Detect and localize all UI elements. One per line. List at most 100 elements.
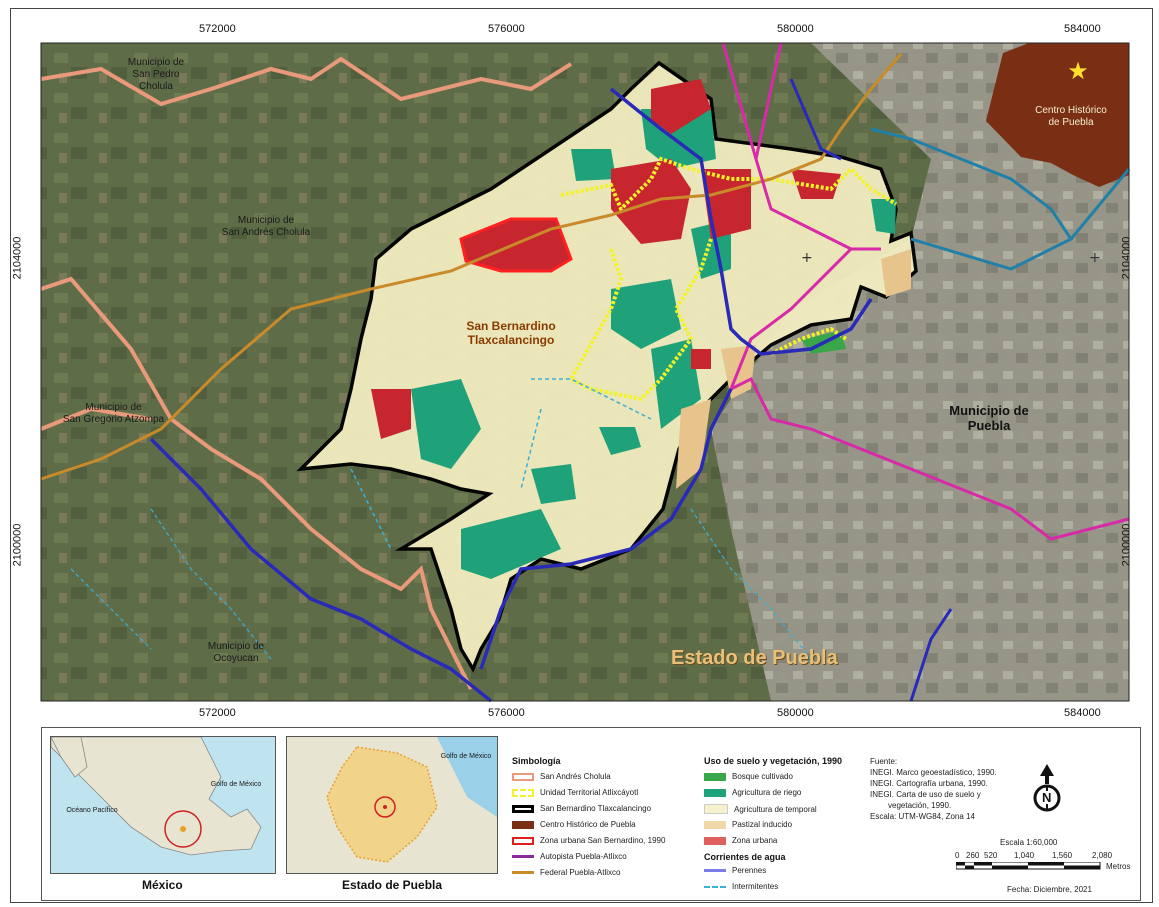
legend-item-san-bernardino: San Bernardino Tlaxcalancingo <box>512 804 651 813</box>
agricultura-riego-patch <box>531 464 576 504</box>
perennial-stream-west <box>149 437 493 703</box>
inset-estado-puebla: Golfo de México <box>286 736 498 874</box>
agricultura-riego-patch <box>411 379 481 469</box>
grid-x-top: 576000 <box>488 23 525 35</box>
label-ocoyucan: Municipio de Ocoyucan <box>207 641 265 664</box>
legend-item-riego: Agricultura de riego <box>704 788 801 797</box>
legend-item-federal: Federal Puebla-Atlixco <box>512 868 620 877</box>
centro-historico-polygon <box>986 43 1129 187</box>
label-san-gregorio-atzompa: Municipio de San Gregorio Atzompa <box>62 402 165 425</box>
inset-mexico-map <box>51 737 275 873</box>
inset-mexico-title: México <box>142 878 183 892</box>
label-san-bernardino: San Bernardino Tlaxcalancingo <box>466 319 556 347</box>
legend-item-centro-historico: Centro Histórico de Puebla <box>512 820 636 829</box>
scale-tick: 2,080 <box>1092 851 1113 860</box>
agricultura-riego-patch <box>461 509 561 579</box>
fecha-label: Fecha: Diciembre, 2021 <box>1007 885 1092 894</box>
grid-y-left: 2100000 <box>11 523 24 567</box>
pastizal-patch <box>676 399 711 489</box>
intermittent-stream-east <box>690 508 812 660</box>
scale-tick: 1,040 <box>1014 851 1035 860</box>
grid-x-bottom: 580000 <box>777 707 814 719</box>
legend-item-autopista: Autopista Puebla-Atlixco <box>512 852 627 861</box>
label-municipio-puebla: Municipio de Puebla <box>949 403 1029 433</box>
grid-x-top: 572000 <box>199 23 236 35</box>
perennial-stream-ne <box>870 127 1074 271</box>
intermittent-stream <box>350 378 652 550</box>
inset-mexico-pacific-label: Océano Pacífico <box>66 807 118 814</box>
grid-cross: + <box>801 250 813 266</box>
agricultura-riego-patch <box>599 427 641 455</box>
zona-urbana-patch <box>691 349 711 369</box>
scale-tick: 1,560 <box>1052 851 1073 860</box>
agricultura-riego-patch <box>571 149 616 181</box>
star-icon: ★ <box>1067 57 1089 85</box>
inset-puebla-title: Estado de Puebla <box>342 878 443 892</box>
legend-item-zona-urbana: Zona urbana <box>704 836 777 845</box>
agricultura-riego-patch <box>871 199 896 234</box>
grid-y-left: 2104000 <box>11 236 24 280</box>
fuente-line: vegetación, 1990. <box>888 801 952 810</box>
scale-tick: 520 <box>984 851 998 860</box>
autopista-puebla-atlixco <box>721 42 1130 541</box>
legend-item-zona-urbana-sb: Zona urbana San Bernardino, 1990 <box>512 836 665 845</box>
grid-x-bottom: 572000 <box>199 707 236 719</box>
fuente-line: INEGI. Cartografía urbana, 1990. <box>870 779 988 788</box>
legend-item-temporal: Agricultura de temporal <box>704 804 817 814</box>
fuente-line: INEGI. Marco geoestadístico, 1990. <box>870 768 997 777</box>
urban-area-east <box>711 43 1129 701</box>
label-centro-historico: Centro Histórico de Puebla <box>1035 105 1107 128</box>
san-bernardino-polygon[interactable] <box>296 60 918 673</box>
grid-y-right: 2100000 <box>1120 523 1133 567</box>
legend-item-pastizal: Pastizal inducido <box>704 820 792 829</box>
map-canvas[interactable]: ★ <box>11 9 1152 902</box>
atlixcayotl-boundary-south <box>770 326 848 356</box>
fuente-line: Fuente: <box>870 757 898 766</box>
legend-panel: Golfo de México Océano Pacífico México G… <box>41 727 1141 901</box>
legend-item-atlixcayotl: Unidad Territorial Atlixcáyotl <box>512 788 638 797</box>
pastizal-patch <box>881 249 911 297</box>
perennial-stream-north <box>789 78 842 161</box>
fuente-line: Escala: UTM-WG84, Zona 14 <box>870 812 975 821</box>
fuente-line: INEGI. Carta de uso de suelo y <box>870 790 981 799</box>
atlixcayotl-boundary <box>560 156 898 402</box>
uso-suelo-title: Uso de suelo y vegetación, 1990 <box>704 756 843 766</box>
zona-urbana-patch <box>791 169 841 199</box>
perennial-stream-far-east <box>1069 168 1131 240</box>
autopista-puebla-atlixco-north <box>754 42 783 160</box>
scale-unit: Metros <box>1106 862 1131 871</box>
grid-x-bottom: 584000 <box>1064 707 1101 719</box>
inset-mexico-gulf-label: Golfo de México <box>210 781 262 788</box>
inset-mexico: Golfo de México Océano Pacífico <box>50 736 276 874</box>
federal-puebla-atlixco-road <box>40 53 903 481</box>
zona-urbana-patch <box>651 79 711 134</box>
scale-bar <box>956 862 1101 870</box>
legend-item-intermitentes: Intermitentes <box>704 882 778 891</box>
scale-tick: 260 <box>966 851 980 860</box>
corrientes-title: Corrientes de agua <box>704 852 786 862</box>
inset-puebla-map <box>287 737 497 873</box>
north-label: N <box>1042 790 1052 805</box>
map-frame: ★ <box>10 8 1153 903</box>
label-estado-puebla: Estado de Puebla <box>671 647 838 669</box>
grid-x-bottom: 576000 <box>488 707 525 719</box>
grid-cross: + <box>1089 250 1101 266</box>
grid-y-right: 2104000 <box>1120 236 1133 280</box>
label-san-pedro-cholula: Municipio de San Pedro Cholula <box>127 57 185 92</box>
legend-item-san-andres: San Andrés Cholula <box>512 772 611 781</box>
san-andres-cholula-boundary-west <box>40 406 152 431</box>
scale-title: Escala 1:60,000 <box>1000 838 1058 847</box>
inset-puebla-gulf-label: Golfo de México <box>440 753 492 760</box>
legend-item-perennes: Perennes <box>704 866 766 875</box>
zona-urbana-patch <box>371 389 411 439</box>
legend-item-bosque: Bosque cultivado <box>704 772 793 781</box>
label-san-andres-cholula: Municipio de San Andrés Cholula <box>221 215 311 238</box>
intermittent-stream-west <box>70 508 272 660</box>
simbologia-title: Simbología <box>512 756 561 766</box>
perennial-stream <box>479 87 873 670</box>
grid-x-top: 580000 <box>777 23 814 35</box>
perennial-stream-east <box>909 608 953 702</box>
map-border <box>40 42 1130 702</box>
grid-x-top: 584000 <box>1064 23 1101 35</box>
agricultura-riego-patch <box>611 279 681 349</box>
